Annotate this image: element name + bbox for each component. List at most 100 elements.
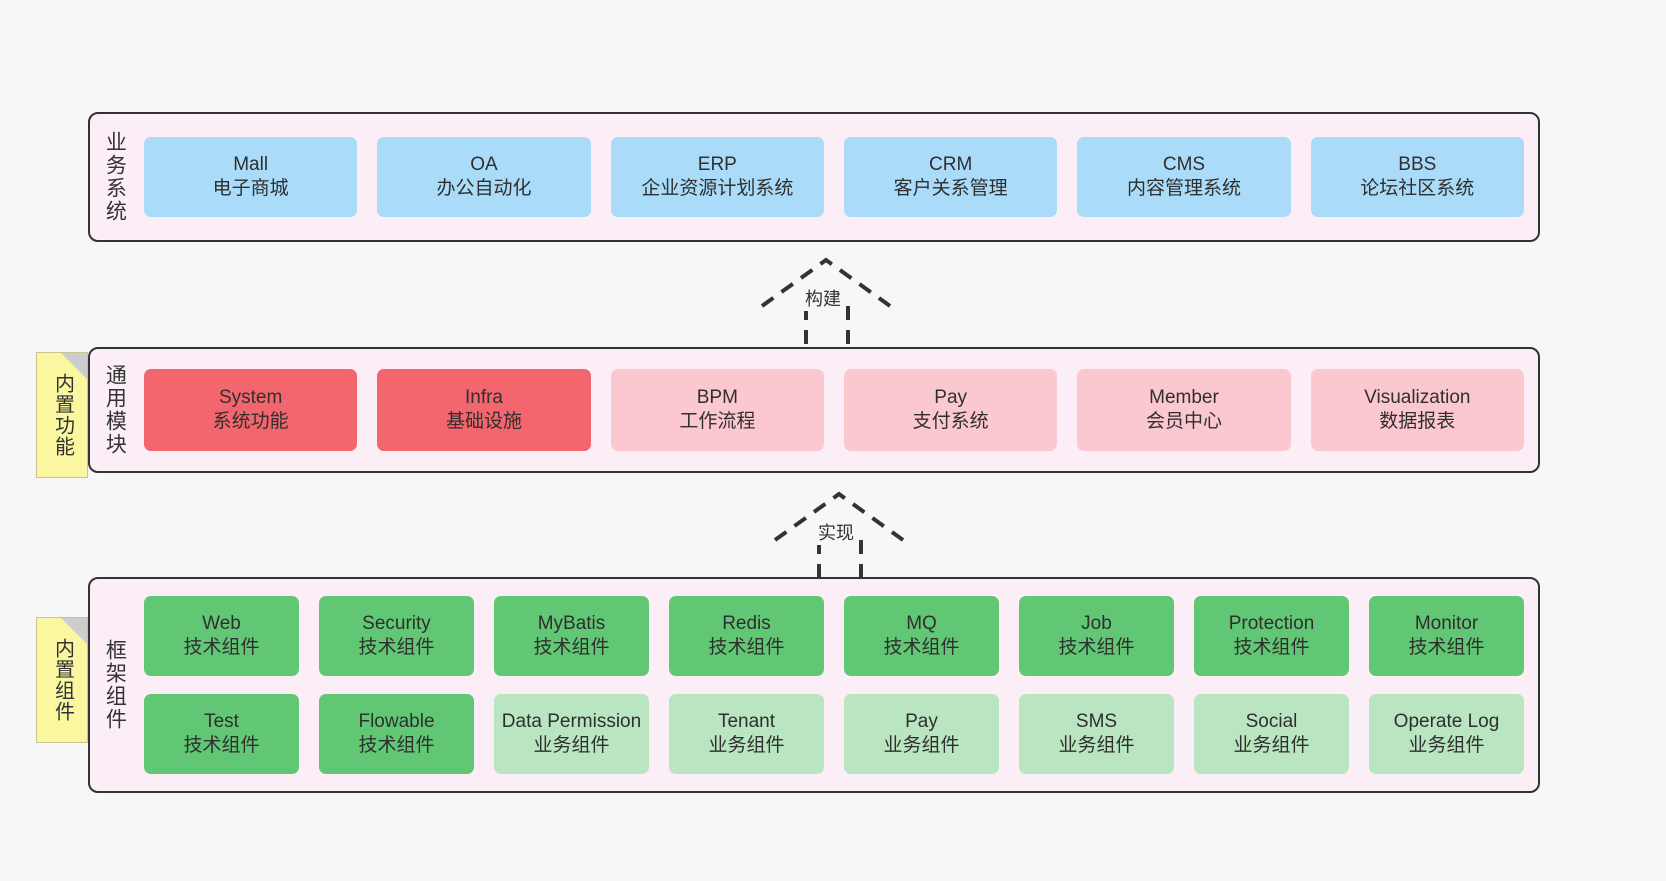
framework-components-row-1: Web 技术组件 Security 技术组件 MyBatis 技术组件 Redi… [144,596,1524,676]
layer-framework-components-title: 框架组件 [103,639,127,731]
connector-build-label: 构建 [802,285,844,311]
box-operate-log[interactable]: Operate Log 业务组件 [1369,694,1524,774]
box-crm[interactable]: CRM 客户关系管理 [843,137,1058,217]
box-test[interactable]: Test 技术组件 [144,694,299,774]
build-shaft [804,304,850,346]
box-oa-name: OA [470,154,498,176]
box-erp-name: ERP [697,154,737,176]
box-cms-name: CMS [1162,154,1206,176]
box-erp-sub: 企业资源计划系统 [641,178,794,199]
box-flowable-sub: 技术组件 [358,735,435,756]
layer-business-systems: 业务系统 Mall 电子商城 OA 办公自动化 ERP 企业资源计划系统 CRM… [88,112,1540,242]
box-flowable-name: Flowable [358,711,435,733]
box-social-name: Social [1245,711,1298,733]
box-bpm-name: BPM [696,387,738,409]
box-oa-sub: 办公自动化 [436,178,532,199]
box-sms-sub: 业务组件 [1058,735,1135,756]
box-mall-sub: 电子商城 [212,178,289,199]
box-monitor[interactable]: Monitor 技术组件 [1369,596,1524,676]
box-security-sub: 技术组件 [358,637,435,658]
box-protection-name: Protection [1228,613,1315,635]
box-test-name: Test [204,711,239,733]
box-crm-sub: 客户关系管理 [893,178,1008,199]
note-builtin-component-label: 内置组件 [51,638,74,722]
box-bbs[interactable]: BBS 论坛社区系统 [1310,137,1524,217]
box-flowable[interactable]: Flowable 技术组件 [319,694,474,774]
box-infra-name: Infra [464,387,503,409]
layer-framework-components: 框架组件 Web 技术组件 Security 技术组件 MyBatis 技术组件… [88,577,1540,793]
common-modules-row: System 系统功能 Infra 基础设施 BPM 工作流程 Pay 支付系统… [144,369,1524,451]
box-infra[interactable]: Infra 基础设施 [377,369,591,451]
framework-components-row-2: Test 技术组件 Flowable 技术组件 Data Permission … [144,694,1524,774]
box-test-sub: 技术组件 [183,735,260,756]
box-data-permission[interactable]: Data Permission 业务组件 [494,694,649,774]
note-fold-corner-icon [61,353,87,379]
box-cms[interactable]: CMS 内容管理系统 [1077,137,1291,217]
layer-common-modules: 通用模块 System 系统功能 Infra 基础设施 BPM 工作流程 Pay… [88,347,1540,473]
box-bbs-name: BBS [1398,154,1437,176]
box-data-permission-name: Data Permission [501,711,642,733]
box-tenant-sub: 业务组件 [708,735,785,756]
implement-arrowhead [773,491,905,542]
box-system-name: System [218,387,283,409]
layer-business-systems-body: Mall 电子商城 OA 办公自动化 ERP 企业资源计划系统 CRM 客户关系… [138,114,1538,240]
note-builtin-function: 内置功能 [36,352,88,478]
box-mq-sub: 技术组件 [883,637,960,658]
box-system[interactable]: System 系统功能 [144,369,358,451]
box-cms-sub: 内容管理系统 [1126,178,1241,199]
note-builtin-component: 内置组件 [36,617,88,743]
box-operate-log-sub: 业务组件 [1408,735,1485,756]
box-mq-name: MQ [906,613,937,635]
box-erp[interactable]: ERP 企业资源计划系统 [610,137,824,217]
box-sms[interactable]: SMS 业务组件 [1019,694,1174,774]
build-arrowhead [760,257,892,308]
box-pay-component-name: Pay [905,711,938,733]
box-member-sub: 会员中心 [1145,411,1222,432]
box-redis-sub: 技术组件 [708,637,785,658]
note-fold-corner-icon [61,618,87,644]
box-mq[interactable]: MQ 技术组件 [844,596,999,676]
box-pay-module[interactable]: Pay 支付系统 [843,369,1058,451]
connector-implement-label: 实现 [815,519,857,545]
box-redis-name: Redis [722,613,771,635]
box-sms-name: SMS [1075,711,1118,733]
business-systems-row: Mall 电子商城 OA 办公自动化 ERP 企业资源计划系统 CRM 客户关系… [144,137,1524,217]
box-monitor-name: Monitor [1414,613,1479,635]
box-pay-component[interactable]: Pay 业务组件 [844,694,999,774]
box-member[interactable]: Member 会员中心 [1077,369,1291,451]
box-visualization-sub: 数据报表 [1379,411,1456,432]
box-security-name: Security [362,613,431,635]
box-tenant-name: Tenant [717,711,776,733]
box-protection[interactable]: Protection 技术组件 [1194,596,1349,676]
box-visualization[interactable]: Visualization 数据报表 [1310,369,1524,451]
layer-common-modules-body: System 系统功能 Infra 基础设施 BPM 工作流程 Pay 支付系统… [138,349,1538,471]
box-pay-component-sub: 业务组件 [883,735,960,756]
box-tenant[interactable]: Tenant 业务组件 [669,694,824,774]
box-web-name: Web [202,613,241,635]
connector-build: 构建 [760,257,910,346]
layer-common-modules-title: 通用模块 [103,364,127,456]
box-job[interactable]: Job 技术组件 [1019,596,1174,676]
box-mybatis-name: MyBatis [537,613,606,635]
box-job-name: Job [1081,613,1112,635]
box-bpm[interactable]: BPM 工作流程 [610,369,824,451]
box-infra-sub: 基础设施 [445,411,522,432]
box-bbs-sub: 论坛社区系统 [1360,178,1475,199]
box-oa[interactable]: OA 办公自动化 [377,137,591,217]
box-mall-name: Mall [233,154,269,176]
box-mall[interactable]: Mall 电子商城 [144,137,358,217]
box-pay-module-name: Pay [934,387,968,409]
layer-business-systems-title: 业务系统 [103,131,127,223]
box-monitor-sub: 技术组件 [1408,637,1485,658]
box-web-sub: 技术组件 [183,637,260,658]
box-visualization-name: Visualization [1364,387,1471,409]
layer-framework-components-body: Web 技术组件 Security 技术组件 MyBatis 技术组件 Redi… [138,579,1538,791]
box-web[interactable]: Web 技术组件 [144,596,299,676]
box-social[interactable]: Social 业务组件 [1194,694,1349,774]
box-mybatis[interactable]: MyBatis 技术组件 [494,596,649,676]
box-job-sub: 技术组件 [1058,637,1135,658]
box-security[interactable]: Security 技术组件 [319,596,474,676]
box-redis[interactable]: Redis 技术组件 [669,596,824,676]
box-crm-name: CRM [929,154,973,176]
box-operate-log-name: Operate Log [1393,711,1500,733]
